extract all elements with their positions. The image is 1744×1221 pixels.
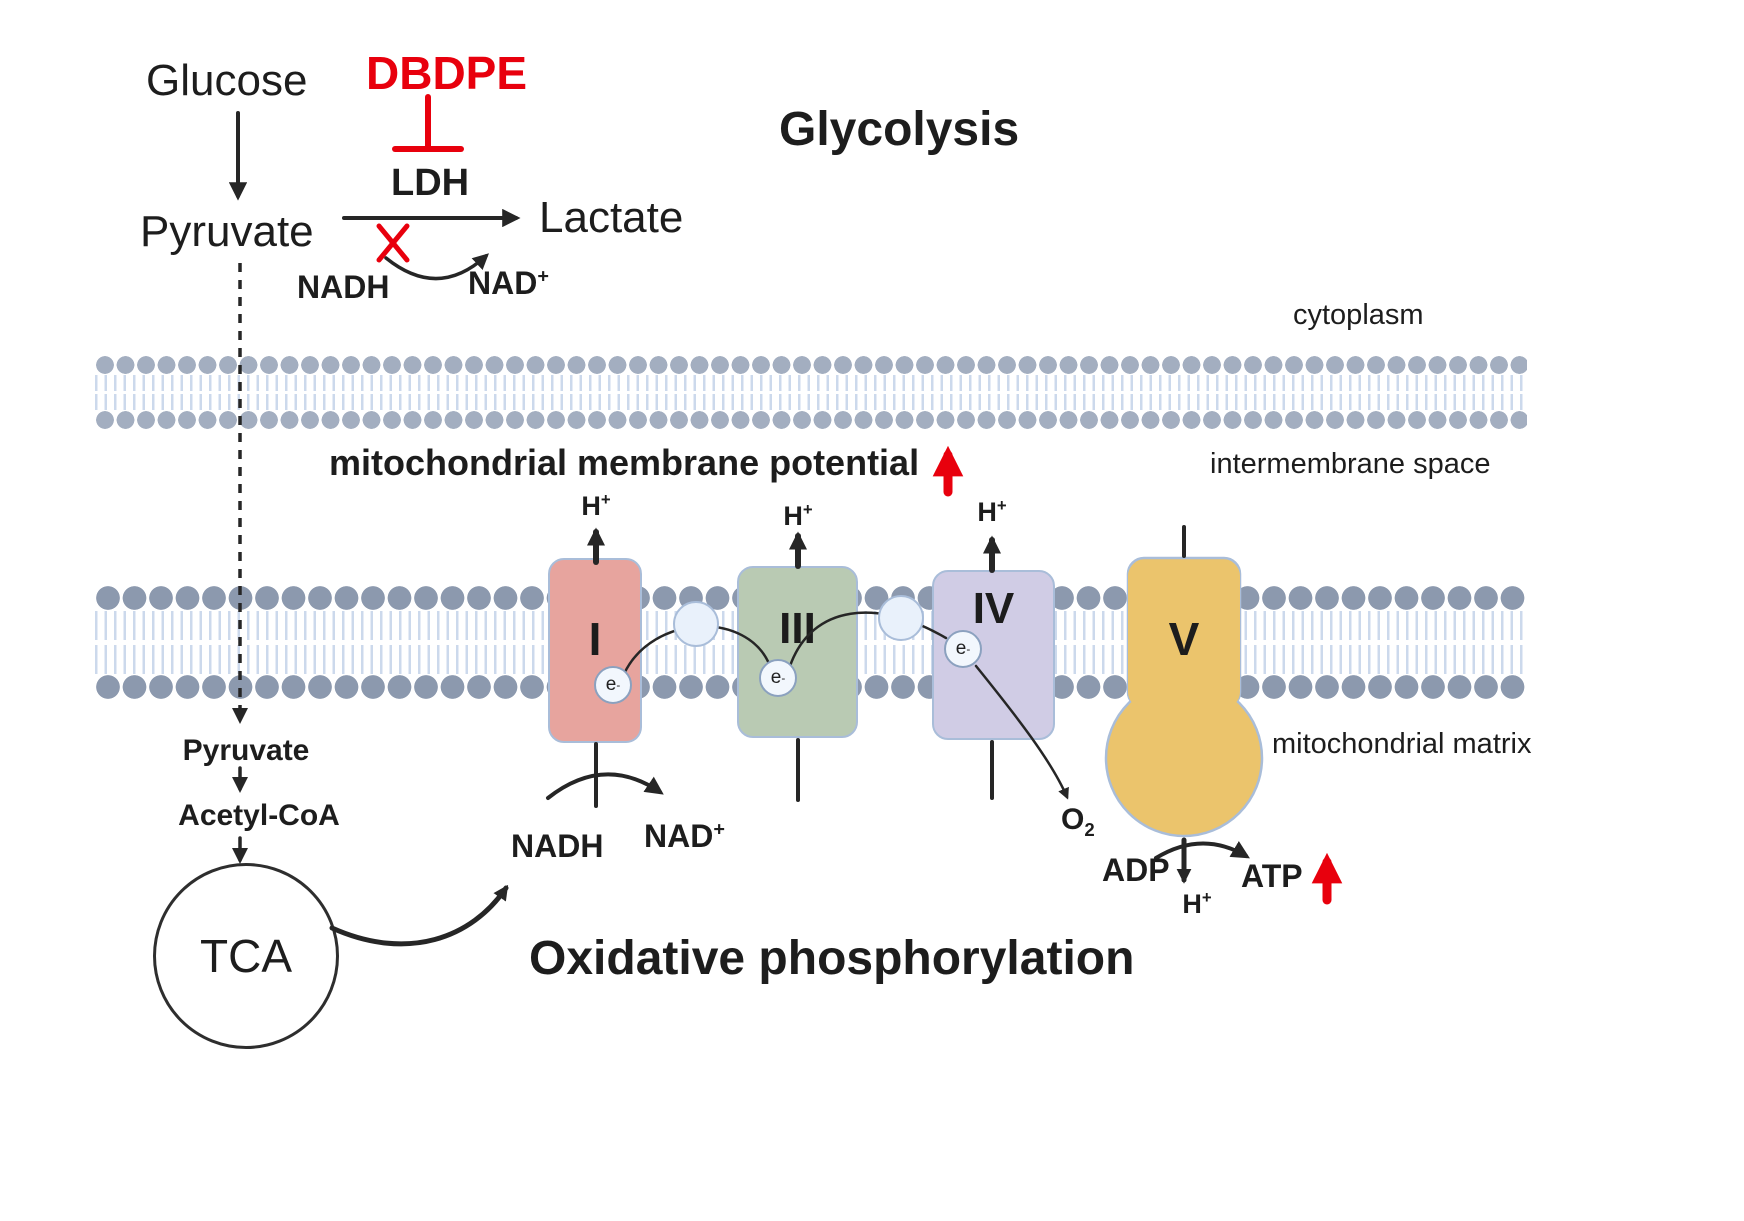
tca-label: TCA <box>200 930 292 982</box>
h-sup: + <box>802 500 813 519</box>
tca-to-nadh-arrow <box>329 884 509 947</box>
adp-label: ADP <box>1102 852 1170 888</box>
electron-badge-complex-iv: e- <box>944 630 982 668</box>
acetyl-coa-label: Acetyl-CoA <box>178 799 340 832</box>
outer-membrane-tails-bottom <box>95 394 1527 410</box>
outer-membrane-heads-top <box>95 355 1527 375</box>
h-sup: + <box>600 490 611 509</box>
complex-i: I <box>548 558 642 743</box>
black-arrows <box>228 111 1250 947</box>
pyruvate-label-matrix: Pyruvate <box>182 734 310 767</box>
o-sub: 2 <box>1084 819 1095 840</box>
electron-symbol: e <box>955 638 967 659</box>
nad-sup: + <box>713 818 725 841</box>
electron-carrier-2 <box>878 595 924 641</box>
h-sup: + <box>1201 888 1212 907</box>
nad-base: NAD <box>644 818 714 854</box>
outer-membrane-heads-bottom <box>95 410 1527 430</box>
outer-membrane-tails-top <box>95 375 1527 391</box>
glycolysis-title: Glycolysis <box>779 103 1020 156</box>
cytoplasm-label: cytoplasm <box>1293 299 1424 331</box>
electron-symbol: e <box>605 674 617 695</box>
glucose-label: Glucose <box>146 56 308 105</box>
complex-iv-label: IV <box>972 584 1015 633</box>
intermembrane-space-label: intermembrane space <box>1210 448 1491 480</box>
atp-label: ATP <box>1241 858 1303 894</box>
electron-carrier-1 <box>673 601 719 647</box>
reaction-blocked-x-1 <box>376 223 410 263</box>
ldh-label: LDH <box>391 162 470 204</box>
mitochondrial-matrix-label: mitochondrial matrix <box>1272 728 1532 760</box>
h-base: H <box>1182 889 1202 919</box>
nad-base: NAD <box>468 265 538 301</box>
o2-label: O2 <box>1061 803 1095 841</box>
electron-charge: - <box>966 642 971 656</box>
complex-v-label: V <box>1168 613 1200 665</box>
electron-badge-complex-iii: e- <box>759 659 797 697</box>
h-sup: + <box>996 496 1007 515</box>
complex-i-label: I <box>588 613 602 665</box>
reaction-blocked-x-2 <box>376 223 410 263</box>
outer-membrane <box>95 355 1527 430</box>
lactate-label: Lactate <box>539 193 684 242</box>
h-plus-label-complex-iii: H+ <box>783 500 812 532</box>
dbdpe-label: DBDPE <box>366 47 528 99</box>
o-base: O <box>1061 803 1085 836</box>
membrane-potential-label: mitochondrial membrane potential <box>329 442 920 483</box>
h-base: H <box>783 501 803 531</box>
h-plus-label-complex-iv: H+ <box>977 496 1006 528</box>
complex-iii-label: III <box>779 604 816 653</box>
nadh-label-top: NADH <box>297 269 390 305</box>
h-plus-label-atp-synthase: H+ <box>1182 888 1211 920</box>
tca-cycle-circle: TCA <box>153 863 339 1049</box>
pyruvate-label-top: Pyruvate <box>140 207 314 256</box>
complex-iii: III <box>737 566 858 738</box>
electron-symbol: e <box>770 667 782 688</box>
electron-charge: - <box>616 678 621 692</box>
red-marks <box>376 94 1343 905</box>
h-plus-label-complex-i: H+ <box>581 490 610 522</box>
electron-charge: - <box>781 671 786 685</box>
h-base: H <box>581 491 601 521</box>
nadh-label-matrix: NADH <box>511 828 604 864</box>
h-base: H <box>977 497 997 527</box>
nadh-to-nad-arrow-matrix <box>546 772 664 800</box>
nad-plus-label-top: NAD+ <box>468 265 549 302</box>
oxidative-phosphorylation-title: Oxidative phosphorylation <box>529 932 1135 985</box>
nad-sup: + <box>537 265 549 288</box>
nad-plus-label-matrix: NAD+ <box>644 818 725 855</box>
electron-badge-complex-i: e- <box>594 666 632 704</box>
